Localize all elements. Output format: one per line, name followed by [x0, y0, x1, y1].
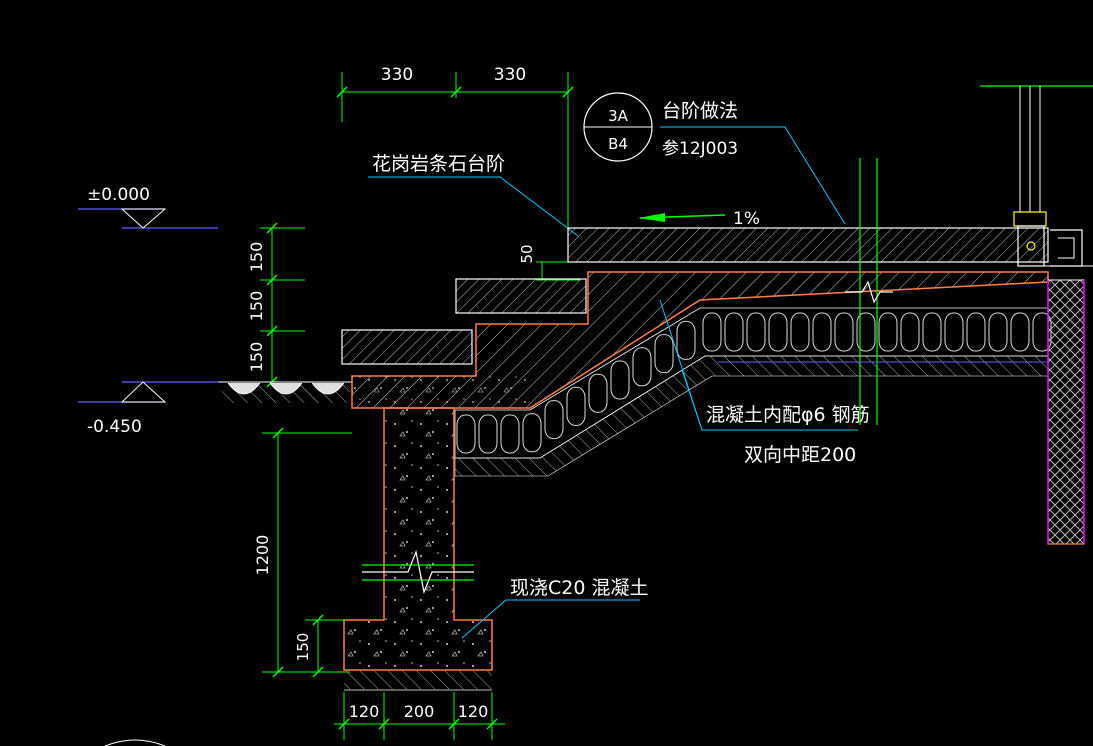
dim-tread-1: 330 [381, 65, 413, 85]
concrete-slab [351, 271, 1049, 409]
right-wall [1047, 279, 1085, 545]
rebar-label: 混凝土内配φ6 钢筋 [706, 404, 870, 426]
elevation-top-label: ±0.000 [87, 185, 150, 205]
elevation-bottom: -0.450 [78, 381, 218, 437]
door-frame [980, 85, 1093, 267]
dim-base-right: 120 [458, 702, 489, 721]
riser-dimensions: 150 150 150 [247, 222, 305, 388]
granite-steps-label: 花岗岩条石台阶 [372, 153, 505, 175]
detail-reference: 参12J003 [662, 139, 738, 159]
granite-stones [341, 227, 1049, 365]
detail-symbol: 3A B4 台阶做法 参12J003 [583, 92, 846, 225]
slope-label: 1% [733, 209, 760, 229]
dim-riser-3: 150 [247, 342, 266, 373]
dim-footing-base: 150 [294, 633, 312, 662]
dim-slab-edge: 50 [518, 244, 536, 263]
footing [343, 407, 493, 691]
concrete-label: 现浇C20 混凝土 [510, 577, 648, 599]
stone-step-1 [341, 329, 473, 365]
detail-symbol-bottom: B4 [608, 135, 628, 153]
break-symbol [362, 549, 474, 595]
stone-top-slab [567, 227, 1049, 263]
top-dimension: 330 330 [336, 65, 574, 232]
vertical-pipe [718, 158, 1048, 425]
elevation-top: ±0.000 [78, 185, 218, 229]
dim-riser-2: 150 [247, 291, 266, 322]
elevation-bottom-label: -0.450 [87, 417, 142, 437]
concrete-label-group: 现浇C20 混凝土 [461, 577, 648, 639]
dim-tread-2: 330 [494, 65, 526, 85]
footing-dimensions: 1200 150 120 200 120 [104, 427, 505, 746]
rebar-label-group: 混凝土内配φ6 钢筋 双向中距200 [659, 299, 870, 466]
slope-arrow: 1% [638, 209, 760, 229]
dim-riser-1: 150 [247, 242, 266, 273]
detail-symbol-top: 3A [608, 107, 629, 125]
detail-title: 台阶做法 [662, 100, 738, 122]
detail-leader [660, 126, 846, 225]
dim-footing-depth: 1200 [253, 535, 272, 576]
dim-base-left: 120 [349, 702, 380, 721]
stone-step-2 [455, 278, 587, 314]
granite-steps-label-group: 花岗岩条石台阶 [368, 153, 579, 237]
rebar-spacing-label: 双向中距200 [744, 444, 856, 466]
ground-left [218, 381, 352, 403]
dim-base-mid: 200 [404, 702, 435, 721]
